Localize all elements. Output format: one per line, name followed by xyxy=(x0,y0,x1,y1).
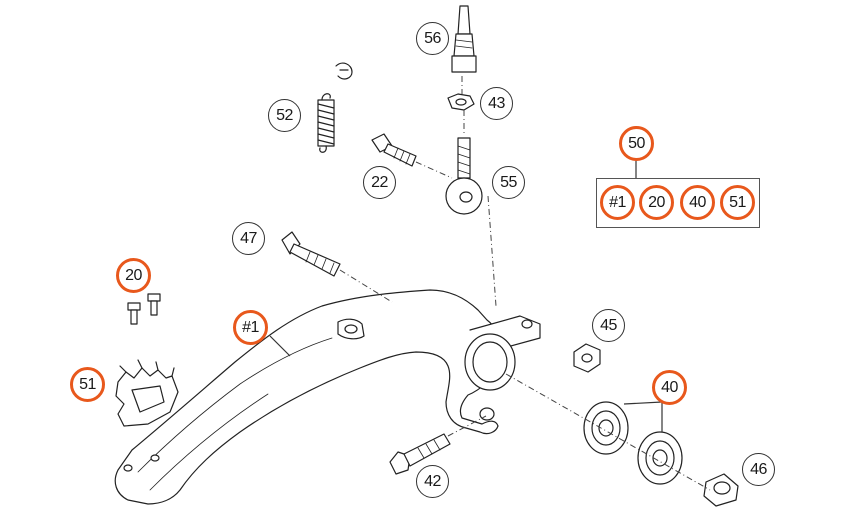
callout-51: 51 xyxy=(70,367,105,402)
kit-item-1: #1 xyxy=(600,185,635,220)
kit-item-40: 40 xyxy=(680,185,715,220)
screw-drawing xyxy=(127,293,161,325)
callout-40: 40 xyxy=(652,370,687,405)
bushing-drawing xyxy=(703,473,739,507)
bearing-drawing xyxy=(583,401,683,485)
callout-56: 56 xyxy=(416,22,449,55)
callout-43: 43 xyxy=(480,87,513,120)
spring-drawing xyxy=(317,93,335,153)
kit-item-51: 51 xyxy=(720,185,755,220)
callout-42: 42 xyxy=(416,465,449,498)
serrated-step-drawing xyxy=(115,359,179,427)
kit-contents-box xyxy=(596,178,760,228)
adjuster-drawing-56 xyxy=(451,5,477,73)
callout-47: 47 xyxy=(232,222,265,255)
clip-drawing xyxy=(335,62,353,80)
callout-55: 55 xyxy=(492,166,525,199)
eye-bolt-drawing xyxy=(445,137,483,215)
bolt-drawing-47 xyxy=(281,231,341,277)
kit-item-20: 20 xyxy=(639,185,674,220)
callout-20: 20 xyxy=(116,258,151,293)
nut-drawing-45 xyxy=(573,343,601,373)
brake-pedal-drawing xyxy=(114,289,541,505)
kit-callout-50: 50 xyxy=(619,126,654,161)
callout-46: 46 xyxy=(742,453,775,486)
bolt-drawing-42 xyxy=(389,433,451,475)
bolt-drawing-22 xyxy=(371,133,417,167)
callout-45: 45 xyxy=(592,309,625,342)
callout-52: 52 xyxy=(268,99,301,132)
nut-drawing xyxy=(447,93,475,111)
callout-1: #1 xyxy=(233,310,268,345)
callout-22: 22 xyxy=(363,166,396,199)
